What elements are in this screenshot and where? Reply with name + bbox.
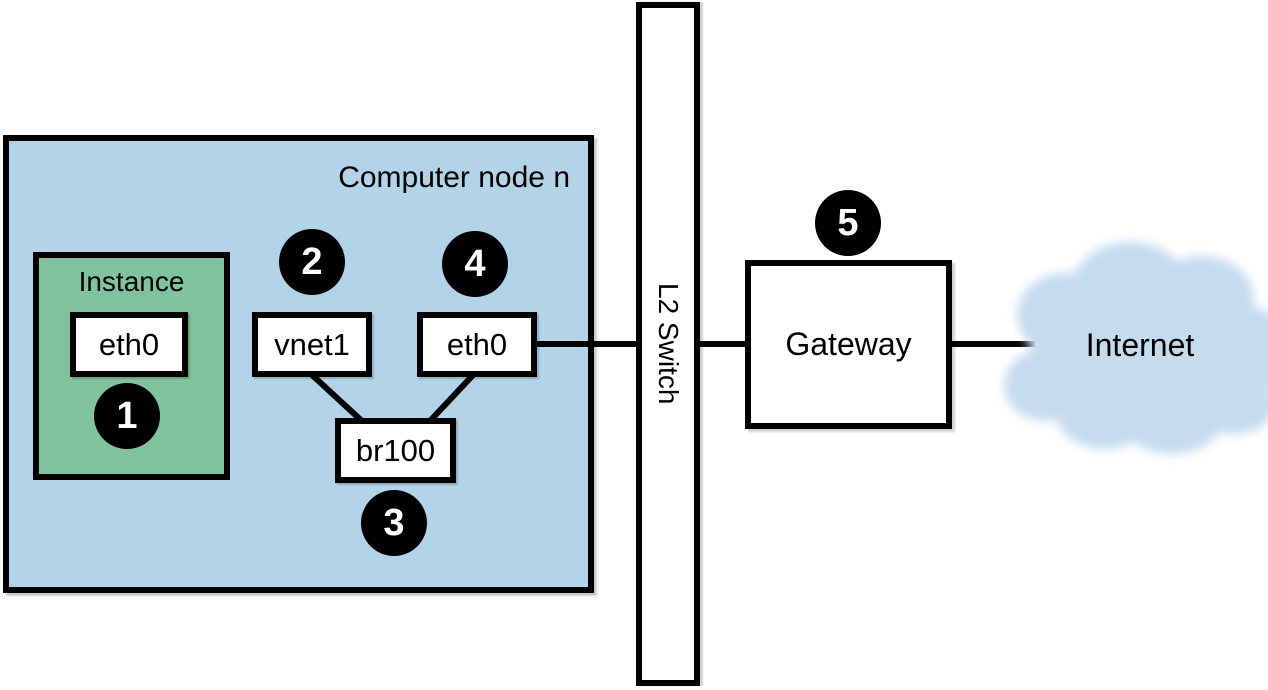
badge-3-number: 3 <box>383 501 405 544</box>
node-eth0-label: eth0 <box>446 326 508 362</box>
instance-label: Instance <box>78 266 185 297</box>
badge-4: 4 <box>442 231 508 297</box>
vnet1-label: vnet1 <box>274 326 350 362</box>
instance-eth0-label: eth0 <box>98 326 160 362</box>
br100-box: br100 <box>335 418 456 483</box>
br100-label: br100 <box>355 432 436 468</box>
link-vnet1-br100 <box>308 371 366 425</box>
badge-2-number: 2 <box>301 240 323 283</box>
l2-switch-box: L2 Switch <box>636 2 700 686</box>
gateway-box: Gateway <box>745 260 952 429</box>
compute-node-title: Computer node n <box>338 161 570 194</box>
gateway-label: Gateway <box>785 326 912 362</box>
badge-5: 5 <box>815 190 881 256</box>
vnet1-box: vnet1 <box>252 312 372 377</box>
badge-1-number: 1 <box>116 394 138 437</box>
badge-5-number: 5 <box>837 201 859 244</box>
instance-eth0-box: eth0 <box>70 312 188 377</box>
node-eth0-box: eth0 <box>417 312 537 377</box>
badge-1: 1 <box>94 383 160 449</box>
badge-4-number: 4 <box>464 242 486 285</box>
l2-switch-label: L2 Switch <box>653 283 684 405</box>
link-eth0-br100 <box>426 371 477 425</box>
internet-cloud <box>1004 242 1268 454</box>
internet-label: Internet <box>1085 327 1195 363</box>
badge-3: 3 <box>361 490 427 556</box>
badge-2: 2 <box>279 229 345 295</box>
